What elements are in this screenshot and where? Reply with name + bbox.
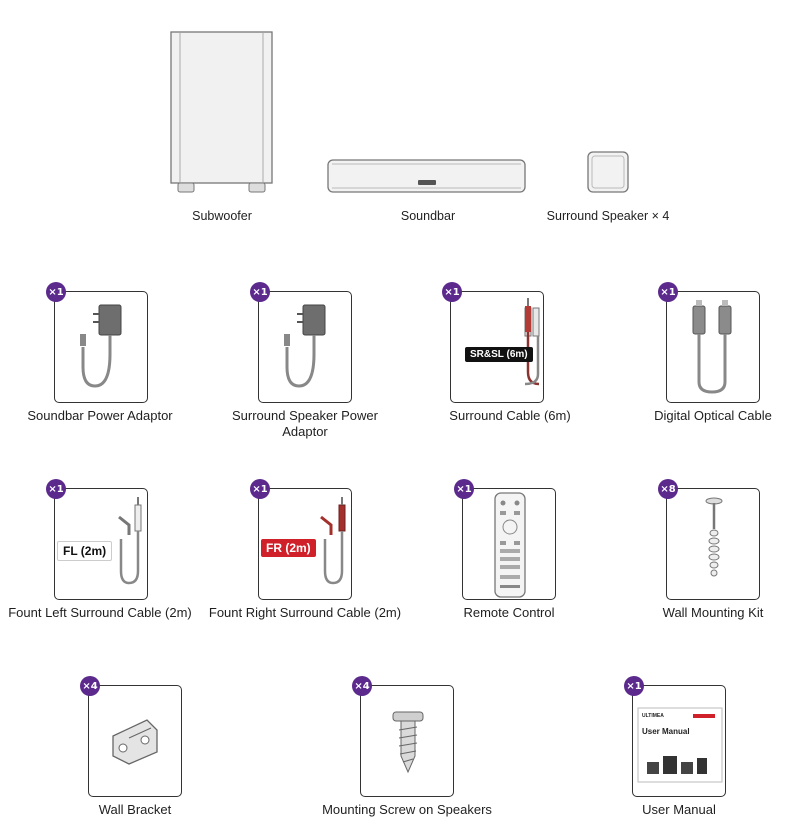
quantity-badge: ×1 — [454, 479, 474, 499]
accessory-box-left-cable: ×1 FL (2m) — [46, 479, 148, 600]
manual-brand: ULTIMEA — [642, 713, 664, 719]
accessory-box-soundbar-adaptor: ×1 — [46, 282, 148, 403]
accessory-label: User Manual — [642, 802, 716, 817]
cable-tag: FR (2m) — [261, 539, 316, 557]
subwoofer-icon — [170, 31, 273, 193]
cable-tag: FL (2m) — [57, 541, 113, 561]
accessory-label: Digital Optical Cable — [654, 408, 772, 423]
accessory-box-mounting-kit: ×8 — [658, 479, 760, 600]
surround-speaker-icon — [587, 151, 629, 193]
quantity-badge: ×1 — [250, 282, 270, 302]
accessory-box-speaker-adaptor: ×1 — [250, 282, 352, 403]
left-cable-icon — [118, 497, 142, 585]
quantity-badge: ×1 — [46, 479, 66, 499]
accessory-label: Mounting Screw on Speakers — [322, 802, 492, 817]
main-unit-label: Surround Speaker × 4 — [546, 209, 670, 223]
wall-bracket-icon — [112, 719, 158, 765]
accessory-label: Remote Control — [463, 605, 555, 620]
main-unit-label: Soundbar — [400, 209, 456, 223]
accessory-label: Wall Mounting Kit — [662, 605, 764, 620]
accessory-box-right-cable: ×1 FR (2m) — [250, 479, 352, 600]
soundbar-image — [326, 158, 528, 198]
subwoofer-image — [168, 30, 276, 196]
accessory-label: Surround Speaker Power Adaptor — [232, 408, 378, 439]
remote-control-icon — [494, 492, 526, 598]
surround-speaker-image — [586, 150, 630, 194]
quantity-badge: ×1 — [46, 282, 66, 302]
accessory-label: Fount Left Surround Cable (2m) — [8, 605, 192, 620]
cable-tag: SR&SL (6m) — [465, 347, 533, 362]
accessory-box-wall-bracket: ×4 — [80, 676, 182, 797]
soundbar-icon — [327, 159, 526, 193]
accessory-box-screw: ×4 — [352, 676, 454, 797]
surround-cable-icon — [524, 298, 540, 386]
manual-title: User Manual — [642, 727, 690, 736]
accessory-box-optical-cable: ×1 — [658, 282, 760, 403]
quantity-badge: ×1 — [658, 282, 678, 302]
accessory-box-remote: ×1 — [454, 479, 556, 600]
quantity-badge: ×4 — [80, 676, 100, 696]
user-manual-icon — [637, 707, 723, 783]
accessory-label: Fount Right Surround Cable (2m) — [208, 605, 402, 620]
accessory-label: Surround Cable (6m) — [449, 408, 571, 423]
optical-cable-icon — [692, 300, 732, 394]
screw-icon — [392, 711, 424, 774]
accessory-label: Soundbar Power Adaptor — [27, 408, 173, 423]
accessory-box-surround-cable: ×1 SR&SL (6m) — [442, 282, 544, 403]
accessory-box-manual: ×1 ULTIMEA User Manual — [624, 676, 726, 797]
quantity-badge: ×1 — [250, 479, 270, 499]
quantity-badge: ×1 — [442, 282, 462, 302]
power-adaptor-icon — [284, 304, 326, 388]
quantity-badge: ×1 — [624, 676, 644, 696]
wall-anchor-icon — [705, 497, 723, 577]
accessory-label: Wall Bracket — [98, 802, 172, 817]
main-unit-label: Subwoofer — [192, 209, 252, 223]
power-adaptor-icon — [80, 304, 122, 388]
right-cable-icon — [320, 497, 346, 585]
quantity-badge: ×8 — [658, 479, 678, 499]
quantity-badge: ×4 — [352, 676, 372, 696]
